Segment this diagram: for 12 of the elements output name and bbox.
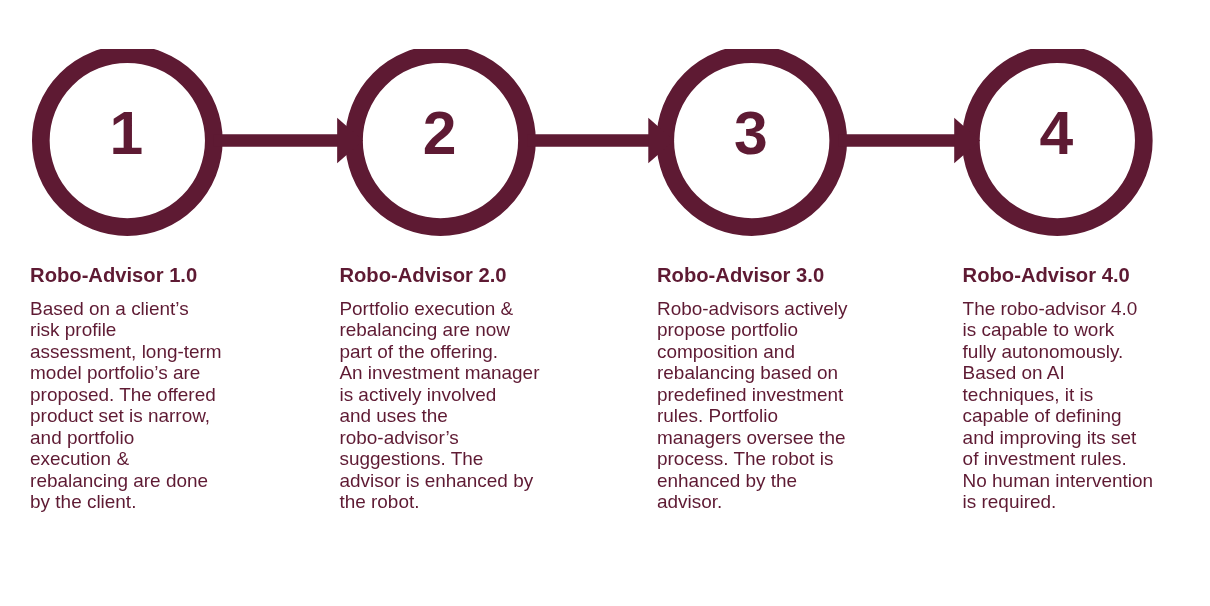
node-label: Robo-Advisor 1.0 (30, 263, 198, 286)
node-circle: 2 (345, 48, 536, 236)
node-label: Robo-advisors actively propose portfolio composition and rebalancing based on predefined investment rules. Portfolio managers oversee the process. The robot is enhanced by the advisor. (657, 297, 848, 512)
node-circle: 4 (961, 48, 1153, 236)
node-label: Portfolio execution & rebalancing are now part of the offering. An investment manager is actively involved and uses the robo-advisor’s suggestions. The advisor is enhanced by the robot. (339, 297, 540, 512)
node-label: Robo-Advisor 4.0 (962, 263, 1130, 286)
node-label: Robo-Advisor 3.0 (657, 263, 825, 286)
node-label: Robo-Advisor 2.0 (339, 263, 507, 286)
node-circle: 3 (656, 48, 848, 236)
node-label: The robo-advisor 4.0 is capable to work fully autonomously. Based on AI techniques, it is capable of defining and improving its set of investment rules. No human intervention is required. (962, 297, 1154, 512)
node-label: Based on a client’s risk profile assessment, long-term model portfolio’s are proposed. The offered product set is narrow, and portfolio execution & rebalancing are done by the client. (30, 297, 222, 512)
node-circle: 1 (32, 48, 223, 236)
